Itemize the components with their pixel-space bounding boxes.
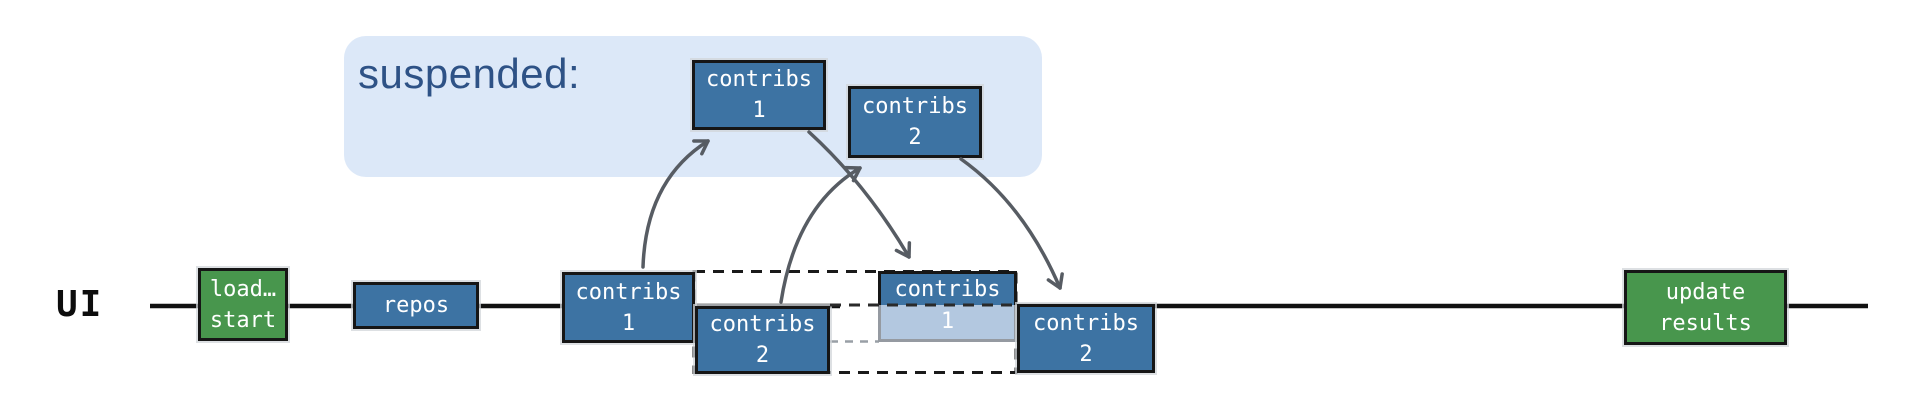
box-label-line: update [1665, 279, 1746, 305]
box-label-line: repos [382, 293, 450, 318]
box-label-line: contribs [1033, 310, 1139, 336]
suspended-panel-label: suspended: [358, 50, 581, 97]
box-label-line: 2 [908, 125, 922, 150]
ui-lane-label: UI [56, 284, 104, 325]
box-label-line: 2 [1079, 341, 1093, 367]
box-label-line: 1 [752, 98, 766, 123]
ghost-box-solid-half: contribs [878, 271, 1017, 305]
timeline-box-update-results: update results [1624, 270, 1787, 345]
timeline-box-repos: repos [353, 282, 479, 329]
timeline-box-contribs-2-render: contribs 2 [695, 306, 830, 374]
box-label-line: contribs [575, 279, 682, 305]
box-label-line: 1 [621, 310, 636, 336]
box-label-line: start [209, 307, 277, 333]
suspended-box-contribs-2: contribs 2 [848, 86, 982, 158]
suspended-box-contribs-1: contribs 1 [692, 60, 826, 130]
box-label-line: contribs [709, 312, 816, 337]
box-label-line: results [1659, 310, 1752, 336]
timeline-box-load-start: load… start [198, 268, 288, 341]
box-label-line: contribs [706, 67, 812, 92]
box-label-line: load… [209, 276, 277, 302]
box-label-line: contribs [862, 94, 968, 119]
timeline-box-contribs-1-ghost: contribs 1 [878, 271, 1017, 342]
box-label-line: 2 [755, 343, 770, 368]
ghost-box-faded-half: 1 [878, 305, 1017, 342]
timeline-box-contribs-1-render: contribs 1 [562, 272, 695, 343]
timeline-box-contribs-2-insert: contribs 2 [1017, 304, 1155, 373]
